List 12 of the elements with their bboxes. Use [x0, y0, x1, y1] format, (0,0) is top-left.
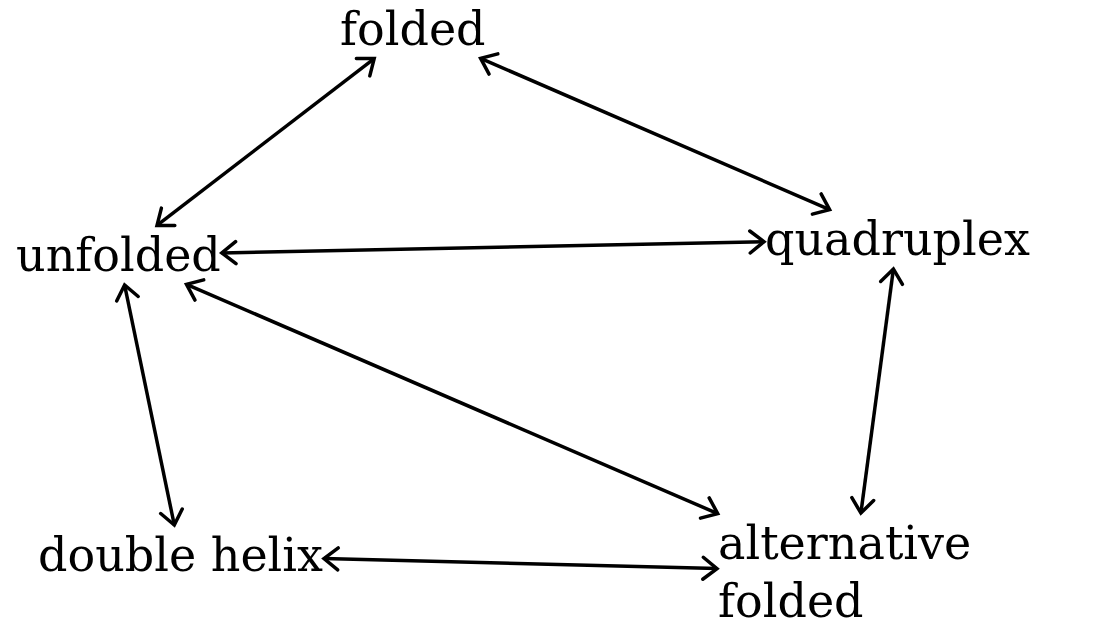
equilibrium-arrow — [114, 283, 184, 527]
state-label: unfolded — [16, 226, 221, 284]
state-label: quadruplex — [765, 210, 1030, 268]
equilibrium-arrow — [322, 546, 719, 581]
state-label: folded — [340, 0, 486, 58]
state-label: alternative folded — [718, 514, 988, 630]
equilibrium-arrow — [220, 229, 766, 266]
equilibrium-arrow — [850, 267, 905, 515]
equilibrium-arrow — [184, 278, 720, 520]
state-label: double helix — [38, 526, 323, 584]
equilibrium-arrow — [155, 56, 376, 228]
equilibrium-arrow — [478, 52, 832, 216]
